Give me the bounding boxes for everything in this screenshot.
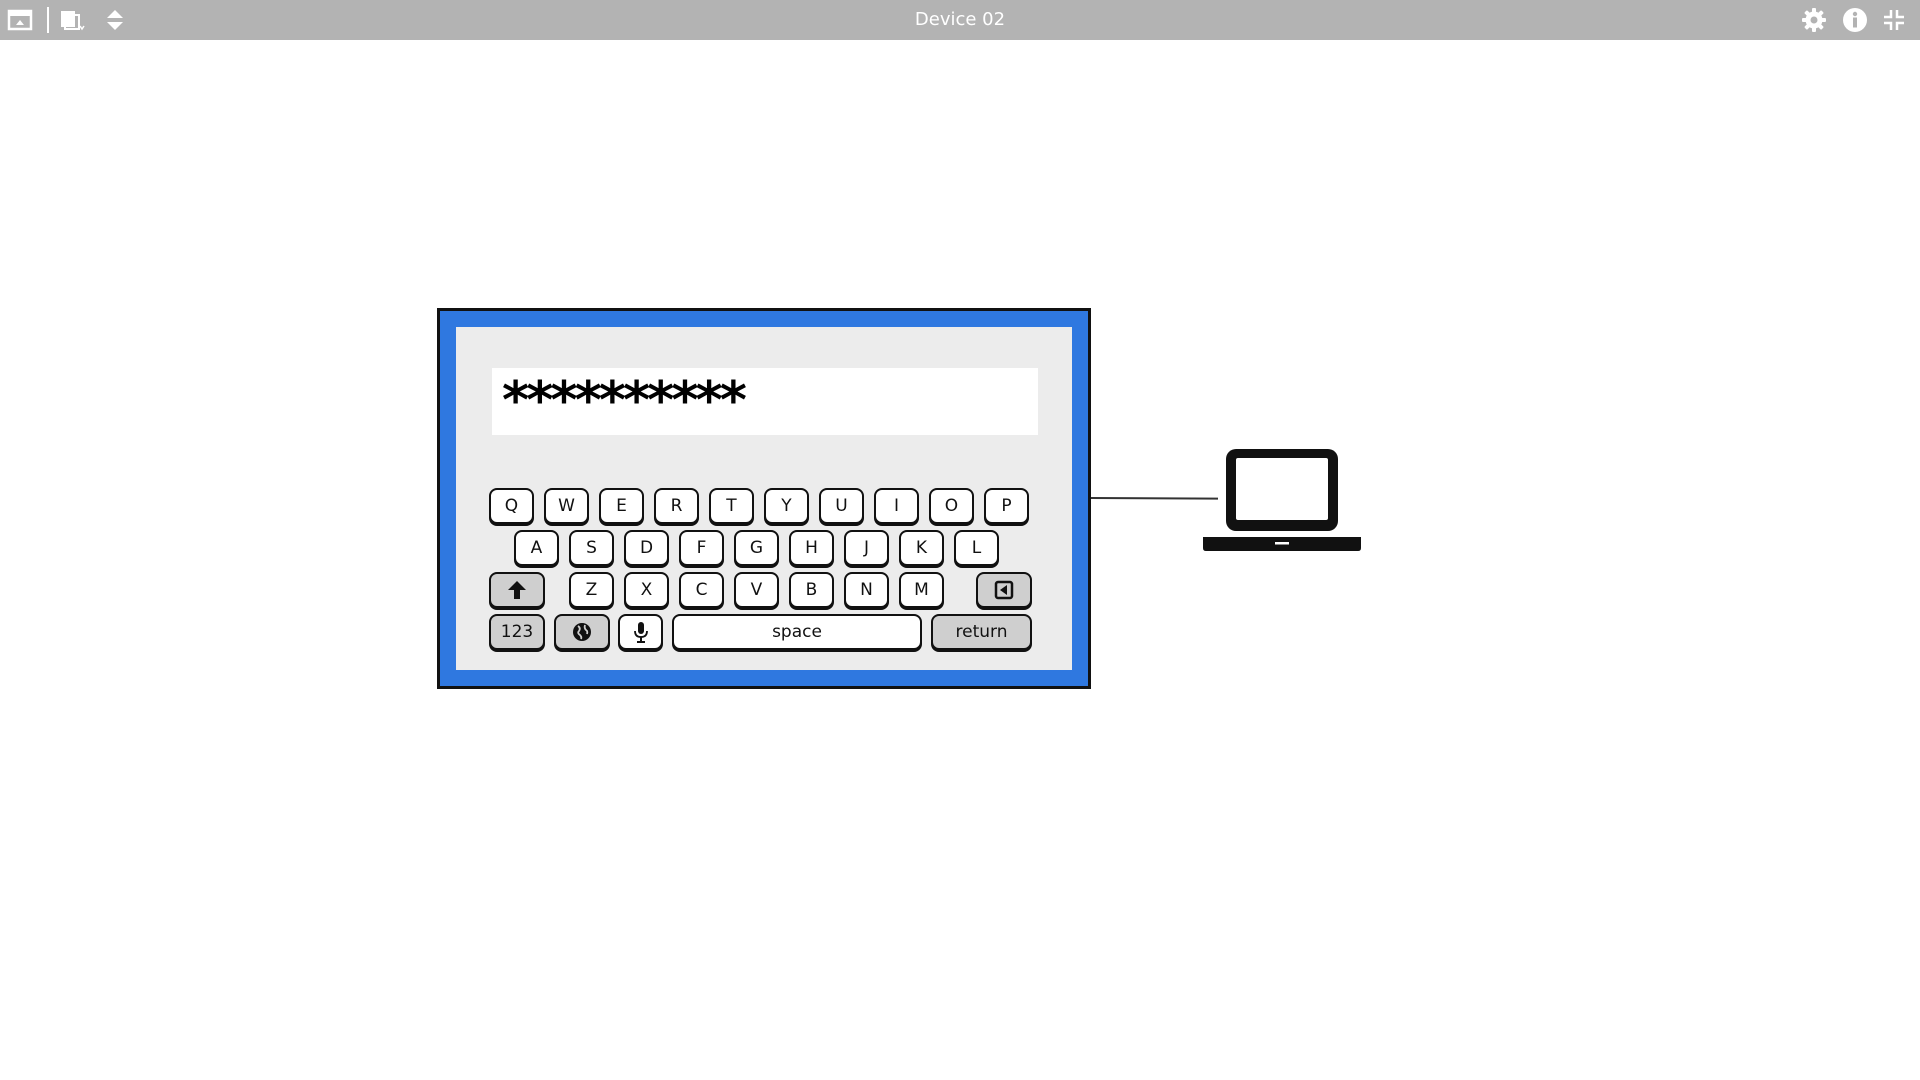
numbers-key[interactable]: 123 (489, 614, 545, 650)
key-y[interactable]: Y (764, 488, 809, 524)
microphone-key[interactable] (618, 614, 663, 650)
globe-key[interactable] (554, 614, 610, 650)
key-e[interactable]: E (599, 488, 644, 524)
key-z[interactable]: Z (569, 572, 614, 608)
toolbar-divider (47, 7, 49, 33)
device-screen: ********** Q W E R T Y U I O P A S D F G… (456, 327, 1072, 670)
backspace-icon (994, 580, 1014, 600)
shift-key[interactable] (489, 572, 545, 608)
key-b[interactable]: B (789, 572, 834, 608)
key-o[interactable]: O (929, 488, 974, 524)
key-d[interactable]: D (624, 530, 669, 566)
return-key[interactable]: return (931, 614, 1032, 650)
key-c[interactable]: C (679, 572, 724, 608)
key-g[interactable]: G (734, 530, 779, 566)
password-field[interactable]: ********** (492, 368, 1038, 435)
key-u[interactable]: U (819, 488, 864, 524)
key-h[interactable]: H (789, 530, 834, 566)
key-x[interactable]: X (624, 572, 669, 608)
key-k[interactable]: K (899, 530, 944, 566)
key-r[interactable]: R (654, 488, 699, 524)
device-frame: ********** Q W E R T Y U I O P A S D F G… (437, 308, 1091, 689)
globe-icon (573, 623, 591, 641)
collapse-icon[interactable] (1880, 6, 1908, 34)
key-q[interactable]: Q (489, 488, 534, 524)
key-i[interactable]: I (874, 488, 919, 524)
key-s[interactable]: S (569, 530, 614, 566)
gear-icon[interactable] (1800, 6, 1828, 34)
key-w[interactable]: W (544, 488, 589, 524)
info-icon[interactable] (1841, 6, 1869, 34)
key-a[interactable]: A (514, 530, 559, 566)
key-p[interactable]: P (984, 488, 1029, 524)
space-key[interactable]: space (672, 614, 922, 650)
arrow-up-icon (508, 581, 526, 599)
key-m[interactable]: M (899, 572, 944, 608)
key-v[interactable]: V (734, 572, 779, 608)
backspace-key[interactable] (976, 572, 1032, 608)
key-j[interactable]: J (844, 530, 889, 566)
key-f[interactable]: F (679, 530, 724, 566)
key-t[interactable]: T (709, 488, 754, 524)
window-icon[interactable] (6, 6, 34, 34)
laptop-icon[interactable] (1200, 444, 1364, 556)
copy-icon[interactable] (58, 6, 86, 34)
window-title: Device 02 (914, 9, 1006, 30)
connector-line (1090, 497, 1219, 500)
key-n[interactable]: N (844, 572, 889, 608)
microphone-icon (633, 622, 648, 643)
sort-arrows-icon[interactable] (101, 6, 129, 34)
key-l[interactable]: L (954, 530, 999, 566)
top-toolbar: Device 02 (0, 0, 1920, 40)
